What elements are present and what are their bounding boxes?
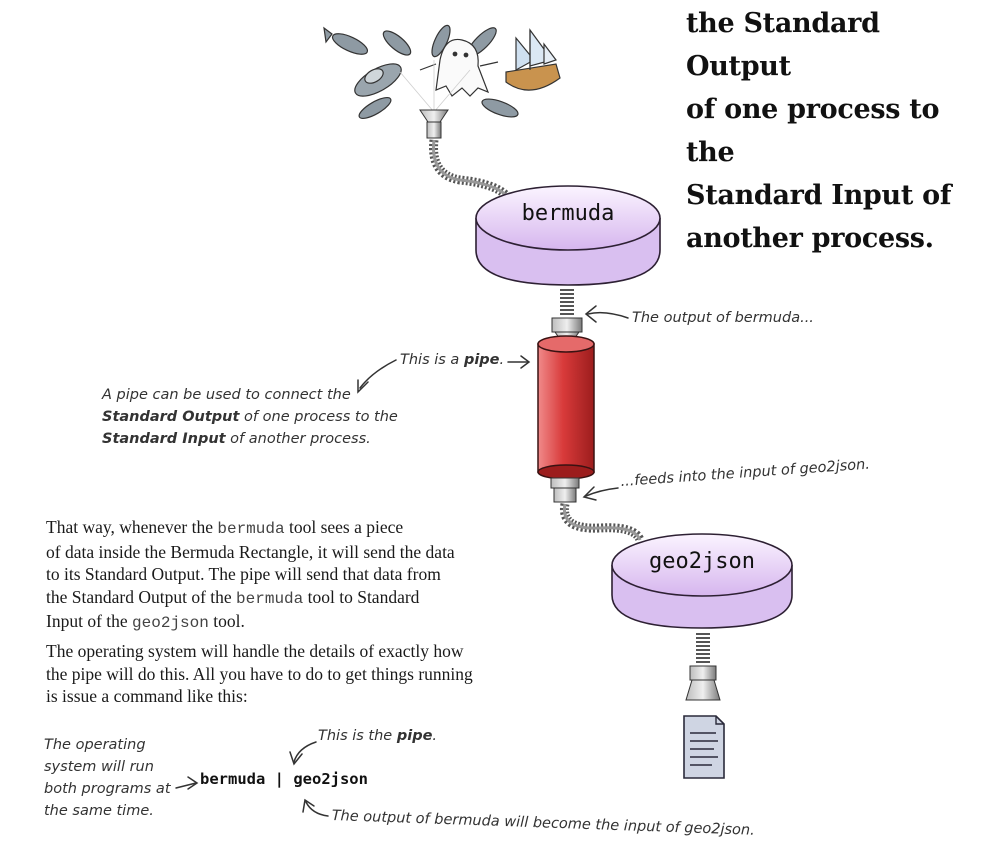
text: tool sees a piece (284, 517, 404, 537)
note-text: of another process. (225, 431, 371, 447)
bermuda-disk (475, 185, 661, 286)
ufo-icon (354, 63, 402, 97)
note-line: A pipe can be used to connect the (102, 387, 351, 403)
ship-icon (505, 28, 561, 91)
note-bold: Standard Output (102, 409, 240, 425)
intake-funnel (419, 109, 449, 139)
note-text: This is a (400, 352, 464, 368)
spring-bottom (696, 633, 710, 663)
pipe-command[interactable]: bermuda | geo2json (200, 770, 368, 788)
geo2json-label: geo2json (649, 549, 755, 574)
headline-line: of one process to the (686, 94, 940, 168)
text: Input of the (46, 611, 133, 631)
red-pipe (537, 335, 595, 480)
text: That way, whenever the (46, 517, 218, 537)
pipe-word: pipe (396, 728, 433, 744)
note-text: . (432, 728, 438, 744)
note-text: . (499, 352, 505, 368)
text-line: Input of the geo2json tool. (46, 610, 516, 635)
note-line: the same time. (44, 803, 154, 819)
this-is-the-pipe-note: This is the pipe. (318, 728, 437, 744)
pipe-connect-note: A pipe can be used to connect the Standa… (102, 384, 398, 450)
geo2json-disk (611, 533, 793, 629)
explanation-paragraph-2: The operating system will handle the det… (46, 640, 526, 708)
output-of-bermuda-note: The output of bermuda... (632, 310, 814, 326)
code-bermuda: bermuda (236, 589, 304, 608)
bermuda-label: bermuda (521, 201, 615, 226)
note-text: of one process to the (239, 409, 398, 425)
text: tool. (208, 611, 245, 631)
text-line: the Standard Output of the bermuda tool … (46, 586, 516, 611)
explanation-paragraph-1: That way, whenever the bermuda tool sees… (46, 516, 516, 635)
this-is-a-pipe-note: This is a pipe. (400, 352, 504, 368)
text-line: of data inside the Bermuda Rectangle, it… (46, 541, 455, 562)
document-icon (683, 715, 725, 779)
note-line: The operating (44, 737, 146, 753)
output-funnel (685, 665, 721, 701)
annotation-arrows (175, 305, 629, 817)
sea-creatures-illustration (323, 24, 561, 119)
os-runs-both-note: The operating system will run both progr… (44, 734, 171, 822)
text-line: is issue a command like this: (46, 686, 248, 706)
code-geo2json: geo2json (132, 614, 209, 632)
text: the Standard Output of the (46, 586, 237, 607)
text-line: The operating system will handle the det… (46, 641, 464, 661)
note-line: Standard Output of one process to the (102, 406, 398, 428)
text: tool to Standard (303, 586, 420, 607)
note-line: Standard Input of another process. (102, 428, 398, 450)
connector-bottom (550, 477, 580, 503)
headline-line: the Standard Output (686, 8, 880, 82)
pipe-word: pipe (463, 352, 500, 368)
spring-top (560, 289, 574, 315)
code-bermuda: bermuda (217, 520, 285, 538)
headline-line: another process. (686, 223, 934, 254)
text-line: That way, whenever the bermuda tool sees… (46, 516, 516, 541)
fish-icon (323, 24, 519, 119)
ghost-icon (419, 38, 499, 97)
headline: the Standard Output of one process to th… (686, 2, 986, 260)
note-text: This is the (318, 728, 397, 744)
hose-bottom (559, 503, 645, 543)
headline-line: Standard Input of (686, 180, 952, 211)
note-line: system will run (44, 759, 154, 775)
note-line: both programs at (44, 781, 171, 797)
text-line: to its Standard Output. The pipe will se… (46, 564, 441, 584)
note-bold: Standard Input (102, 431, 226, 447)
text-line: the pipe will do this. All you have to d… (46, 663, 473, 684)
